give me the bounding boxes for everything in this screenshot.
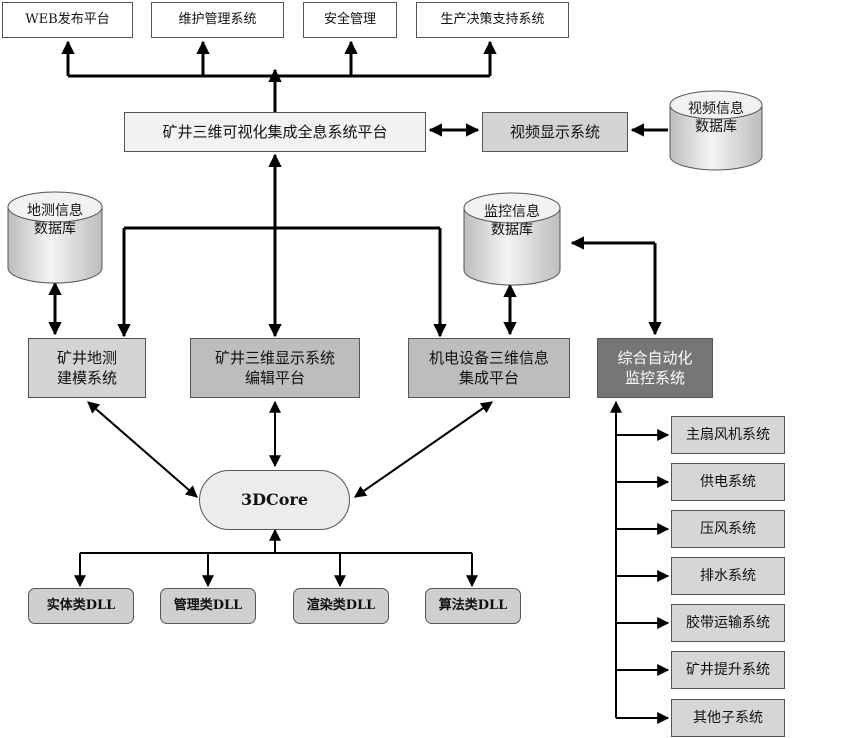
monitor-database-label: 监控信息 数据库: [467, 203, 557, 239]
survey-modeling-line1: 矿井地测: [56, 348, 117, 367]
survey-database-line2: 数据库: [34, 221, 76, 238]
monitor-database-cylinder: [463, 192, 561, 286]
survey-database-label: 地测信息 数据库: [10, 202, 100, 238]
top-system-decision-support: 生产决策支持系统: [416, 2, 569, 38]
subsystem-compressed-air: 压风系统: [671, 510, 785, 548]
dll-entity: 实体类DLL: [28, 588, 134, 624]
subsystem-main-fan: 主扇风机系统: [671, 416, 785, 454]
3dcore: 3DCore: [199, 470, 350, 530]
video-database-line2: 数据库: [695, 119, 737, 136]
display-editing-line1: 矿井三维显示系统: [214, 348, 335, 367]
survey-database-cylinder: [7, 191, 103, 284]
automation-line2: 监控系统: [624, 369, 685, 387]
top-system-web: WEB发布平台: [2, 2, 133, 38]
top-system-maintenance: 维护管理系统: [151, 2, 284, 38]
integration-platform: 矿井三维可视化集成全息系统平台: [124, 112, 426, 152]
subsystem-mine-hoist: 矿井提升系统: [671, 651, 785, 689]
automation-monitoring-system: 综合自动化 监控系统: [597, 338, 713, 398]
top-system-safety: 安全管理: [303, 2, 397, 38]
subsystem-others: 其他子系统: [671, 699, 785, 737]
display-editing-line2: 编辑平台: [244, 369, 305, 387]
automation-line1: 综合自动化: [617, 348, 693, 367]
monitor-database-line2: 数据库: [491, 222, 533, 239]
dll-rendering: 渲染类DLL: [293, 588, 389, 624]
subsystem-drainage: 排水系统: [671, 557, 785, 595]
video-database-line1: 视频信息: [688, 101, 744, 117]
subsystem-belt-transport: 胶带运输系统: [671, 604, 785, 642]
equipment-line2: 集成平台: [458, 369, 519, 387]
equipment-line1: 机电设备三维信息: [428, 348, 549, 367]
monitor-database-line1: 监控信息: [484, 204, 540, 220]
subsystem-power-supply: 供电系统: [671, 463, 785, 501]
display-editing-platform: 矿井三维显示系统 编辑平台: [190, 338, 360, 398]
dll-management: 管理类DLL: [160, 588, 256, 624]
survey-database-line1: 地测信息: [27, 203, 83, 219]
video-display-system: 视频显示系统: [482, 112, 628, 152]
equipment-integration-platform: 机电设备三维信息 集成平台: [408, 338, 570, 398]
survey-modeling-line2: 建模系统: [56, 369, 117, 387]
video-database-label: 视频信息 数据库: [671, 100, 761, 136]
video-database-cylinder: [669, 90, 763, 171]
dll-algorithm: 算法类DLL: [425, 588, 521, 624]
survey-modeling-system: 矿井地测 建模系统: [28, 338, 146, 398]
